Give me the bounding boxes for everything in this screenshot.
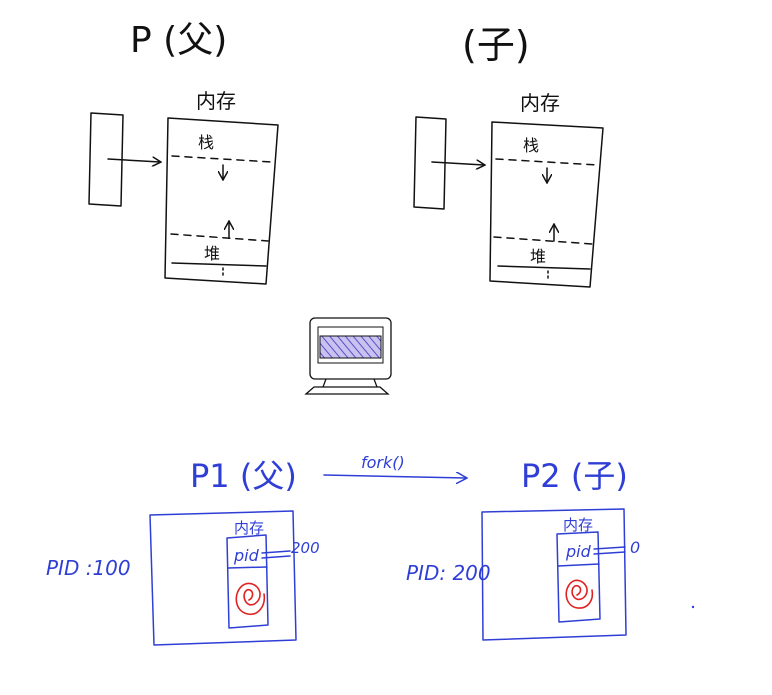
p2-title: P2 (子) [521, 457, 628, 495]
top-child-memory-label: 内存 [520, 91, 560, 115]
top-parent-arrow [107, 159, 160, 162]
top-parent-title: P (父) [130, 20, 227, 61]
p2-equals-bottom [593, 551, 626, 555]
top-child-stack-divider [495, 158, 599, 166]
top-child-memory-box [489, 121, 604, 288]
top-parent-memory-label: 内存 [196, 89, 236, 113]
top-child-stack-label: 栈 [523, 136, 539, 155]
top-parent-stack-label: 栈 [198, 133, 214, 152]
p2-pid-divider [557, 563, 600, 567]
p2-pid-var: pid [565, 542, 592, 561]
top-parent-memory-box [164, 117, 279, 285]
top-parent-heap-label: 堆 [204, 244, 220, 263]
top-child-title: (子) [462, 23, 530, 67]
p2-memory-label: 内存 [563, 516, 593, 534]
top-child-group: (子) 内存 栈 堆 [413, 23, 604, 288]
fork-label: fork() [361, 453, 405, 472]
p1-pid-var: pid [233, 546, 260, 565]
fork-group: fork() [323, 453, 466, 478]
top-child-arrow [431, 162, 484, 165]
p2-equals-top [593, 546, 626, 550]
p1-pid-label: PID :100 [46, 556, 131, 580]
p1-equals-top [261, 550, 291, 554]
top-parent-stack-divider [171, 155, 273, 163]
top-child-heap-baseline [497, 265, 591, 270]
spiral-icon [565, 579, 594, 609]
top-parent-heap-baseline [171, 262, 267, 267]
p2-process-box [481, 508, 627, 641]
p1-pid-divider [227, 566, 268, 569]
top-parent-process-box [88, 112, 124, 207]
top-child-heap-label: 堆 [530, 247, 546, 266]
p1-equals-bottom [261, 555, 291, 559]
p1-process-box [149, 510, 297, 646]
p2-pid-label: PID: 200 [406, 561, 491, 585]
spiral-icon [235, 582, 266, 616]
monitor-screen [319, 335, 382, 359]
p1-memory-label: 内存 [234, 519, 264, 537]
top-child-heap-divider [493, 236, 593, 245]
top-parent-group: P (父) 内存 栈 堆 [88, 20, 279, 285]
p2-memory-box [556, 531, 601, 623]
p1-group: P1 (父) PID :100 内存 pid 200 [46, 457, 320, 646]
p1-title: P1 (父) [190, 457, 297, 495]
top-parent-heap-divider [170, 233, 269, 242]
monitor-icon [304, 317, 392, 395]
p1-pid-value: 200 [291, 539, 320, 557]
p2-pid-value: 0 [630, 538, 640, 557]
stray-dot [691, 605, 695, 609]
p1-memory-box [226, 534, 269, 629]
top-child-process-box [413, 116, 447, 210]
p2-group: P2 (子) PID: 200 内存 pid 0 [406, 457, 640, 641]
fork-arrow [323, 475, 466, 478]
